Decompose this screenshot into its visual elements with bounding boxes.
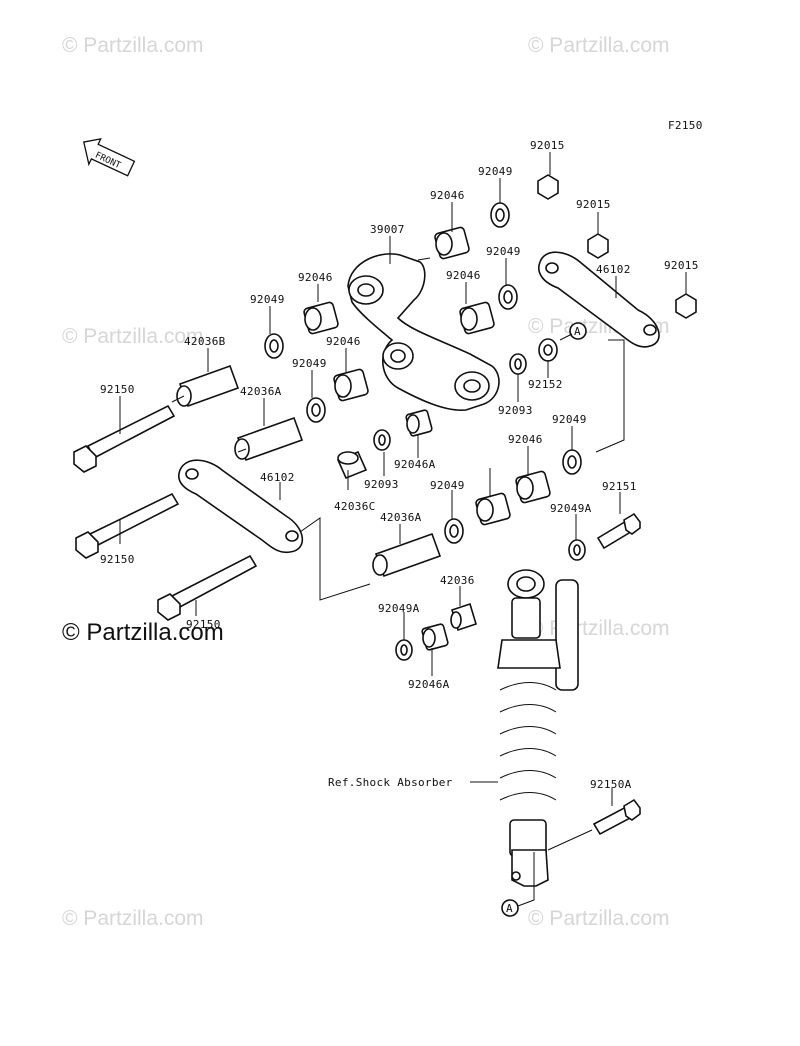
label-92049-c: 92049 bbox=[250, 293, 285, 306]
label-92046-d: 92046 bbox=[326, 335, 361, 348]
watermark-mid-left: © Partzilla.com bbox=[62, 325, 204, 348]
lower-tie-rod bbox=[178, 459, 304, 554]
label-92046A-b: 92046A bbox=[408, 678, 450, 691]
label-42036B: 42036B bbox=[184, 335, 226, 348]
label-92150A: 92150A bbox=[590, 778, 632, 791]
label-92150-c: 92150 bbox=[186, 618, 221, 631]
parts: A A bbox=[73, 174, 697, 917]
shock-absorber bbox=[497, 569, 579, 887]
label-42036: 42036 bbox=[440, 574, 475, 587]
label-92150-b: 92150 bbox=[100, 553, 135, 566]
svg-text:A: A bbox=[574, 325, 581, 338]
label-92150-a: 92150 bbox=[100, 383, 135, 396]
watermark-lower-right: © Partzilla.com bbox=[528, 617, 670, 640]
bolt-92150A bbox=[592, 798, 641, 836]
label-92152: 92152 bbox=[528, 378, 563, 391]
label-92049-a: 92049 bbox=[478, 165, 513, 178]
leader-lines bbox=[119, 152, 687, 907]
label-92015-a: 92015 bbox=[530, 139, 565, 152]
watermark-bottom-right: © Partzilla.com bbox=[528, 907, 670, 930]
watermarks: © Partzilla.com © Partzilla.com © Partzi… bbox=[62, 34, 670, 930]
label-92046-a: 92046 bbox=[430, 189, 465, 202]
watermark-top-left: © Partzilla.com bbox=[62, 34, 204, 57]
label-46102-upper: 46102 bbox=[596, 263, 631, 276]
label-92046A-a: 92046A bbox=[394, 458, 436, 471]
label-92049A-a: 92049A bbox=[550, 502, 592, 515]
label-46102-lower: 46102 bbox=[260, 471, 295, 484]
label-92049-b: 92049 bbox=[486, 245, 521, 258]
bolt-92151 bbox=[596, 512, 641, 550]
callout-a-lower: A bbox=[501, 899, 519, 917]
label-ref-shock-absorber: Ref.Shock Absorber bbox=[328, 776, 453, 789]
label-92015-c: 92015 bbox=[664, 259, 699, 272]
label-92046-e: 92046 bbox=[508, 433, 543, 446]
watermark-bottom-left: © Partzilla.com bbox=[62, 907, 204, 930]
bolt-92150-top bbox=[73, 404, 176, 473]
callout-a-upper: A bbox=[569, 322, 587, 340]
front-arrow-icon: FRONT bbox=[82, 138, 136, 177]
collar-42036C bbox=[336, 450, 368, 480]
upper-tie-rod bbox=[538, 251, 660, 348]
label-92049-d: 92049 bbox=[292, 357, 327, 370]
label-92093-b: 92093 bbox=[364, 478, 399, 491]
bolt-92150-mid bbox=[75, 492, 180, 559]
rocker-arm bbox=[347, 253, 500, 411]
label-92046-c: 92046 bbox=[446, 269, 481, 282]
collar-42036A-lower bbox=[372, 532, 442, 578]
label-92046-b: 92046 bbox=[298, 271, 333, 284]
bearings bbox=[264, 174, 697, 661]
watermark-main: © Partzilla.com bbox=[62, 619, 224, 646]
label-92049A-b: 92049A bbox=[378, 602, 420, 615]
label-92151: 92151 bbox=[602, 480, 637, 493]
label-39007: 39007 bbox=[370, 223, 405, 236]
watermark-top-right: © Partzilla.com bbox=[528, 34, 670, 57]
label-42036C: 42036C bbox=[334, 500, 376, 513]
label-92049-e: 92049 bbox=[552, 413, 587, 426]
bolt-92150-low bbox=[157, 554, 258, 621]
svg-text:A: A bbox=[506, 902, 513, 915]
label-42036A-a: 42036A bbox=[240, 385, 282, 398]
label-92015-b: 92015 bbox=[576, 198, 611, 211]
label-92049-f: 92049 bbox=[430, 479, 465, 492]
label-42036A-b: 42036A bbox=[380, 511, 422, 524]
label-92093-a: 92093 bbox=[498, 404, 533, 417]
part-labels: 92015 92049 92015 92046 39007 92049 9204… bbox=[100, 139, 699, 791]
collar-42036A-upper bbox=[234, 416, 304, 462]
figure-code: F2150 bbox=[668, 119, 703, 132]
collar-42036 bbox=[450, 602, 477, 632]
